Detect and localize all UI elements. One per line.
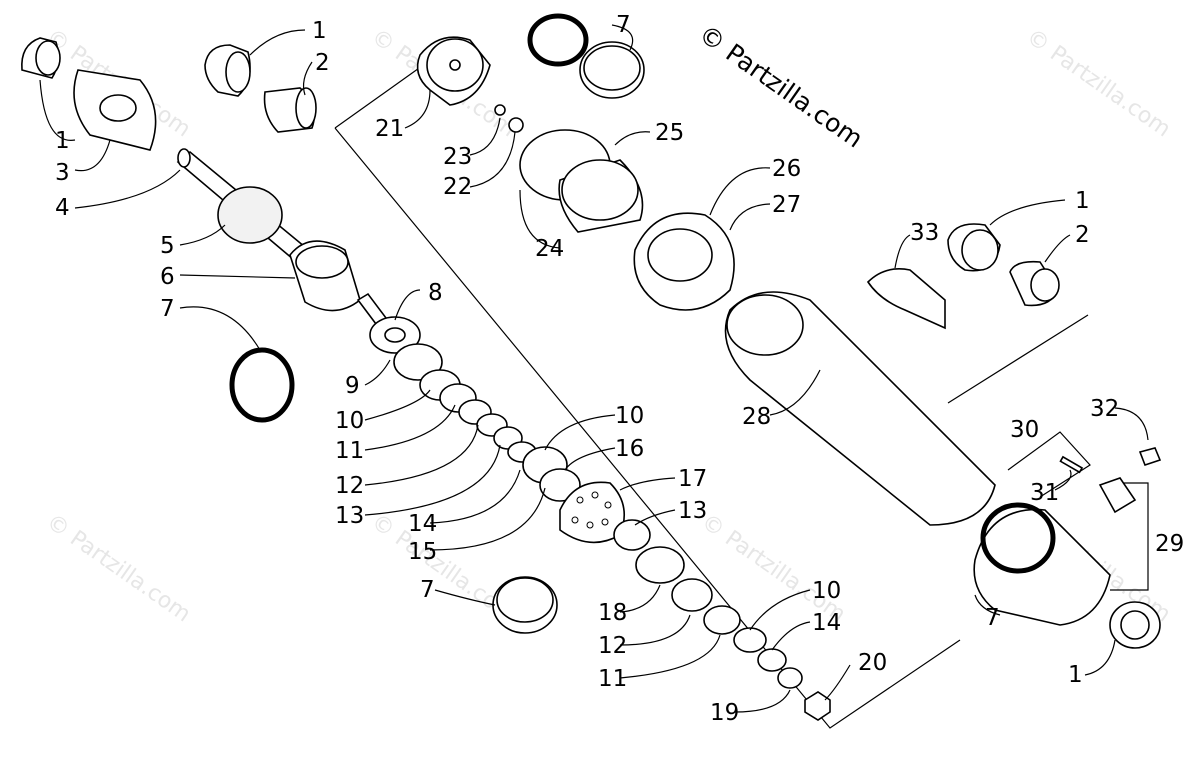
valve-stem-part bbox=[1098, 477, 1137, 514]
callout-label: 11 bbox=[335, 438, 364, 464]
piston-part bbox=[559, 481, 626, 544]
callout-label: 26 bbox=[772, 156, 801, 182]
callout-label: 19 bbox=[710, 700, 739, 726]
callout-label: 1 bbox=[312, 18, 327, 44]
floating-piston-part bbox=[519, 129, 644, 233]
screw-part bbox=[1138, 447, 1162, 467]
callout-label: 30 bbox=[1010, 417, 1039, 443]
shock-body-part bbox=[724, 291, 996, 526]
o-ring-small-part bbox=[1059, 455, 1084, 474]
callout-label: 10 bbox=[615, 403, 644, 429]
bumper-part bbox=[217, 186, 283, 244]
watermark-text: © Partzilla.com bbox=[42, 509, 195, 627]
o-ring-part bbox=[229, 347, 295, 423]
callout-label: 21 bbox=[375, 116, 404, 142]
callout-label: 5 bbox=[160, 233, 175, 259]
watermark-text: © Partzilla.com bbox=[1022, 24, 1175, 142]
callout-label: 12 bbox=[598, 633, 627, 659]
callout-label: 10 bbox=[812, 578, 841, 604]
reservoir-cap-part bbox=[416, 36, 491, 106]
callout-label: 2 bbox=[1075, 222, 1090, 248]
callout-label: 7 bbox=[160, 296, 175, 322]
piston-band-part bbox=[492, 576, 558, 634]
washer-stack bbox=[369, 316, 581, 502]
callout-label: 3 bbox=[55, 160, 70, 186]
callout-label: 7 bbox=[616, 12, 631, 38]
callout-label: 13 bbox=[678, 498, 707, 524]
adjuster-nut-part bbox=[633, 212, 735, 311]
callout-label: 15 bbox=[408, 539, 437, 565]
callout-label: 27 bbox=[772, 192, 801, 218]
callout-label: 13 bbox=[335, 503, 364, 529]
o-ring-part bbox=[527, 13, 589, 67]
shield-part bbox=[866, 268, 946, 330]
callout-label: 24 bbox=[535, 236, 564, 262]
callout-label: 4 bbox=[55, 195, 70, 221]
callout-label: 6 bbox=[160, 264, 175, 290]
callout-label: 25 bbox=[655, 120, 684, 146]
callout-label: 14 bbox=[408, 511, 437, 537]
leader-lines bbox=[39, 24, 1149, 713]
callout-label: 31 bbox=[1030, 480, 1059, 506]
brand-text: © Partzilla.com bbox=[694, 19, 869, 153]
callout-label: 1 bbox=[1068, 662, 1083, 688]
band-part bbox=[579, 41, 645, 99]
callout-label: 29 bbox=[1155, 531, 1184, 557]
seal-housing-part bbox=[289, 240, 361, 312]
eyelet-part bbox=[73, 69, 157, 151]
callout-label: 1 bbox=[1075, 188, 1090, 214]
callout-label: 33 bbox=[910, 220, 939, 246]
bushing-part bbox=[21, 37, 61, 79]
sleeve-part bbox=[1009, 260, 1060, 307]
bushing-part bbox=[204, 44, 251, 97]
callout-label: 1 bbox=[55, 128, 70, 154]
callout-label: 11 bbox=[598, 666, 627, 692]
callout-label: 10 bbox=[335, 408, 364, 434]
valve-part bbox=[508, 117, 524, 133]
callout-label: 7 bbox=[420, 577, 435, 603]
callout-label: 7 bbox=[985, 605, 1000, 631]
sleeve-part bbox=[263, 87, 317, 133]
reservoir-end-part bbox=[973, 502, 1111, 626]
callout-label: 20 bbox=[858, 650, 887, 676]
callout-label: 9 bbox=[345, 373, 360, 399]
lower-washer-stack bbox=[613, 519, 831, 721]
callout-label: 23 bbox=[443, 144, 472, 170]
callout-label: 18 bbox=[598, 600, 627, 626]
callout-label: 16 bbox=[615, 436, 644, 462]
callout-label: 32 bbox=[1090, 396, 1119, 422]
callout-label: 17 bbox=[678, 466, 707, 492]
snap-ring-part bbox=[494, 104, 506, 116]
bushing-part bbox=[947, 223, 1001, 272]
nut-part bbox=[804, 691, 831, 721]
callout-label: 14 bbox=[812, 610, 841, 636]
callout-label: 28 bbox=[742, 404, 771, 430]
bushing-part bbox=[1109, 601, 1161, 649]
callout-label: 2 bbox=[315, 50, 330, 76]
callout-label: 22 bbox=[443, 174, 472, 200]
callout-labels: 1 2 1 3 4 5 6 7 8 9 10 11 12 13 14 15 7 … bbox=[55, 12, 1184, 726]
callout-label: 12 bbox=[335, 473, 364, 499]
callout-label: 8 bbox=[428, 280, 443, 306]
